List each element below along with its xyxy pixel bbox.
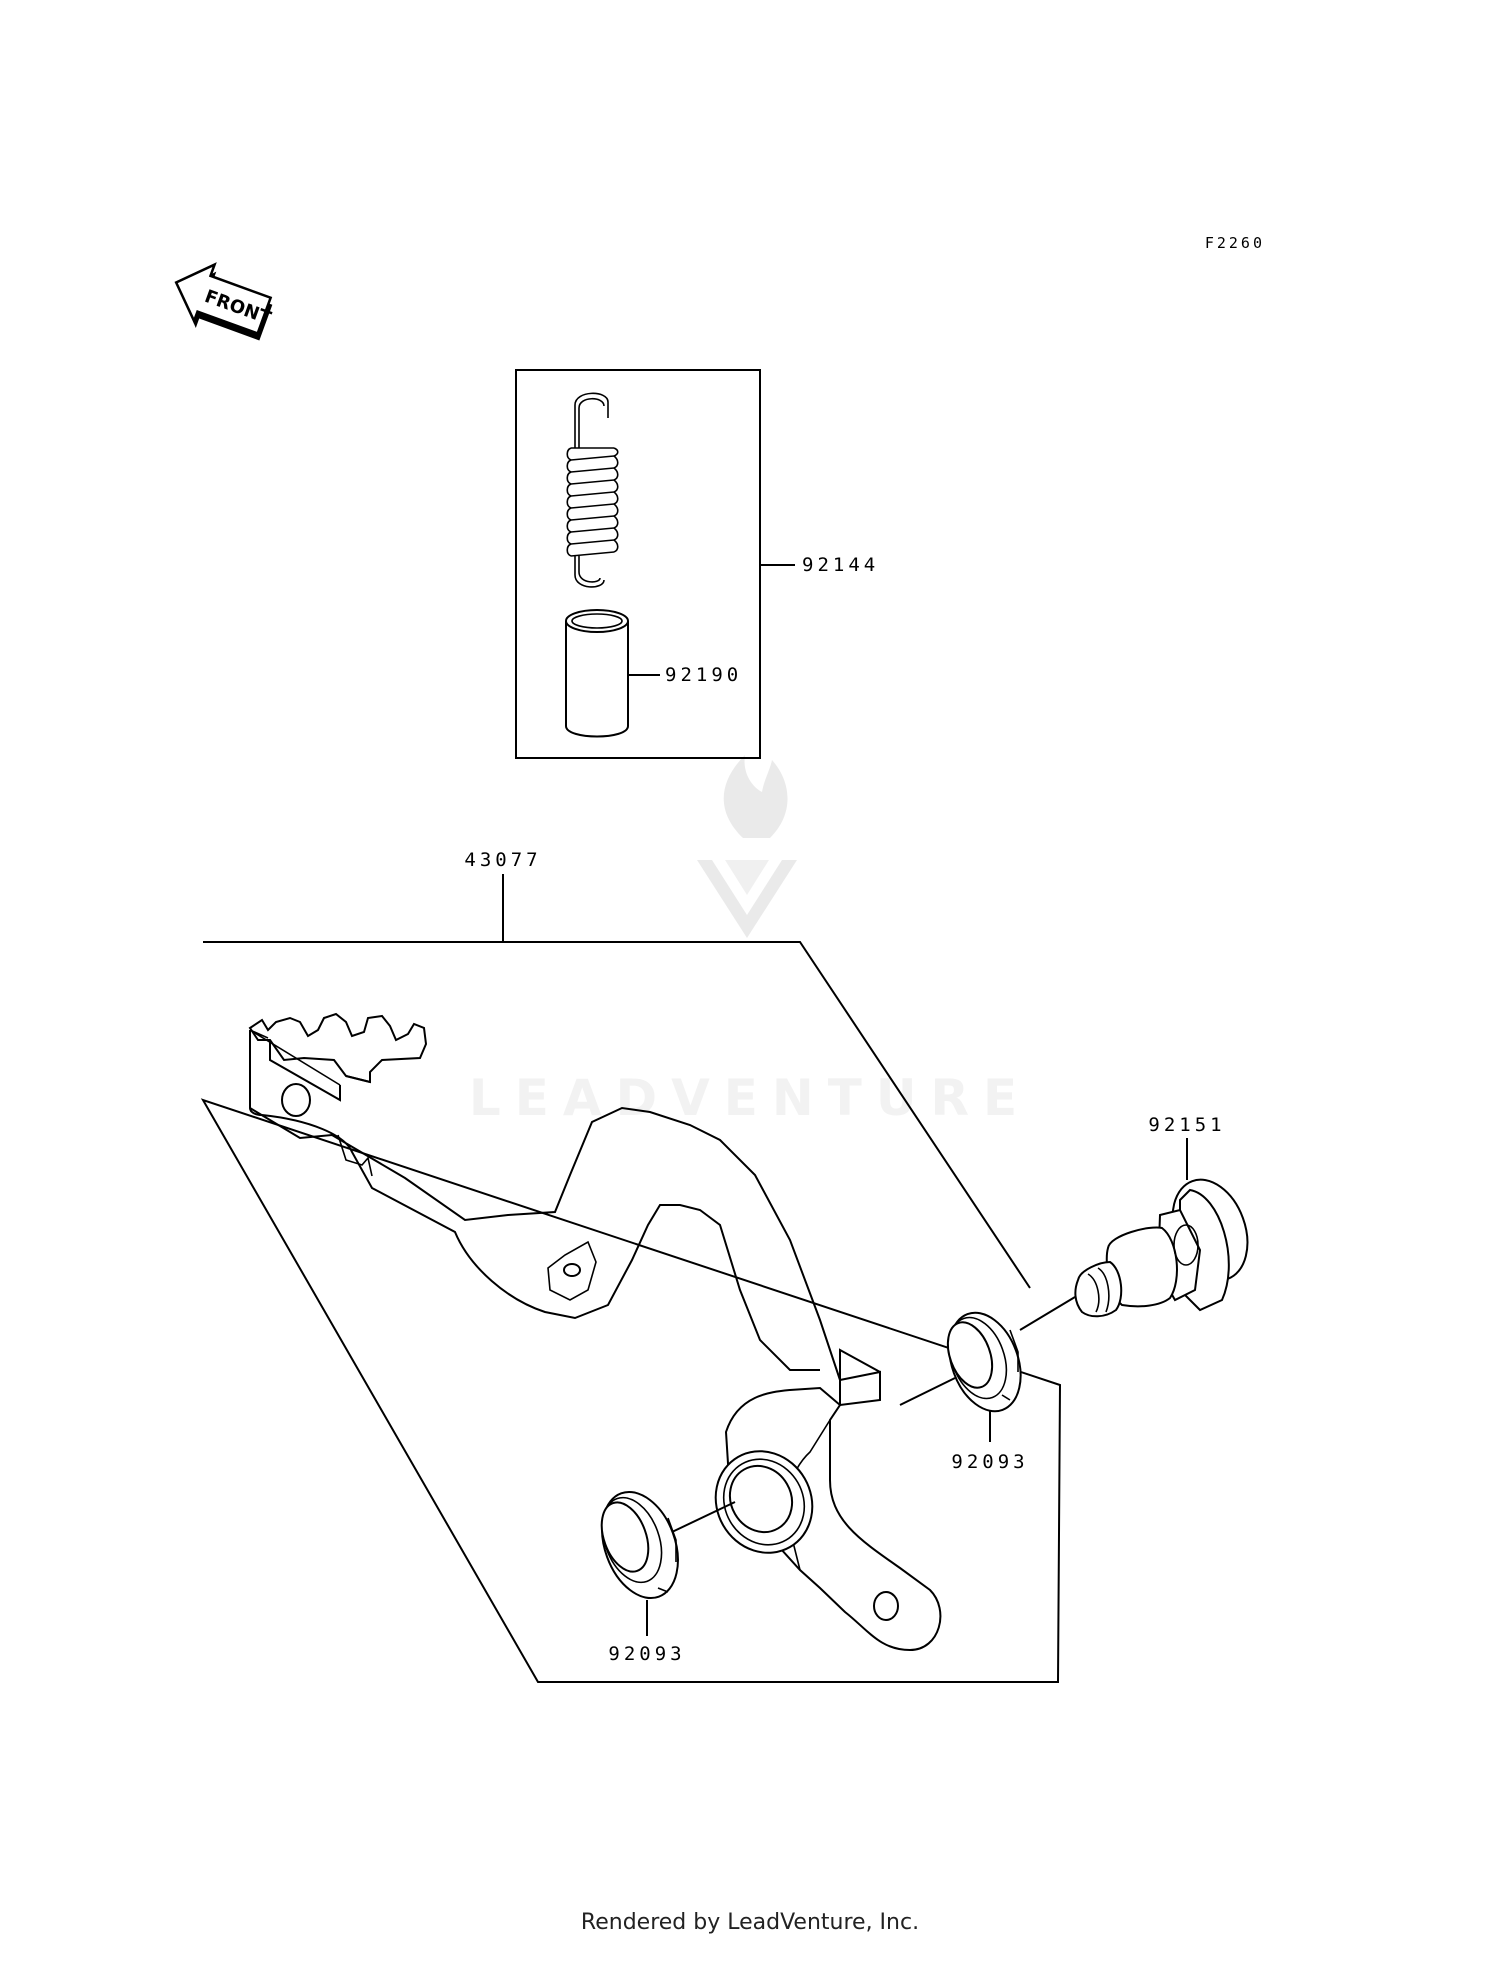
seal-lower-connector <box>671 1501 736 1533</box>
pivot-bolt-icon <box>1074 1178 1249 1318</box>
seal-upper-icon <box>946 1311 1022 1413</box>
footer-credit: Rendered by LeadVenture, Inc. <box>580 1910 920 1935</box>
diagram-code: F2260 <box>1205 234 1265 252</box>
part-label-92093-upper: 92093 <box>951 1451 1028 1473</box>
part-label-92151: 92151 <box>1148 1114 1225 1136</box>
collar-icon <box>565 609 629 738</box>
seal-lower-icon <box>600 1490 679 1600</box>
watermark-text: LEADVENTURE <box>469 1069 1031 1127</box>
part-label-92144: 92144 <box>802 554 879 576</box>
part-label-92093-lower: 92093 <box>608 1643 685 1665</box>
brake-pedal-frame <box>200 941 1062 1683</box>
pedal-pivot-boss <box>714 1450 814 1554</box>
bolt-seal-leader <box>1019 1296 1076 1331</box>
part-label-43077: 43077 <box>464 849 541 871</box>
brake-pedal-icon <box>248 1012 942 1652</box>
spring-icon <box>566 392 619 588</box>
seal-upper-connector <box>899 1377 956 1406</box>
spring-kit-box <box>515 369 761 759</box>
front-arrow-icon: FRONT <box>174 262 274 341</box>
watermark-logo: LEADVENTURE <box>469 755 1031 1127</box>
part-label-92190: 92190 <box>665 664 742 686</box>
